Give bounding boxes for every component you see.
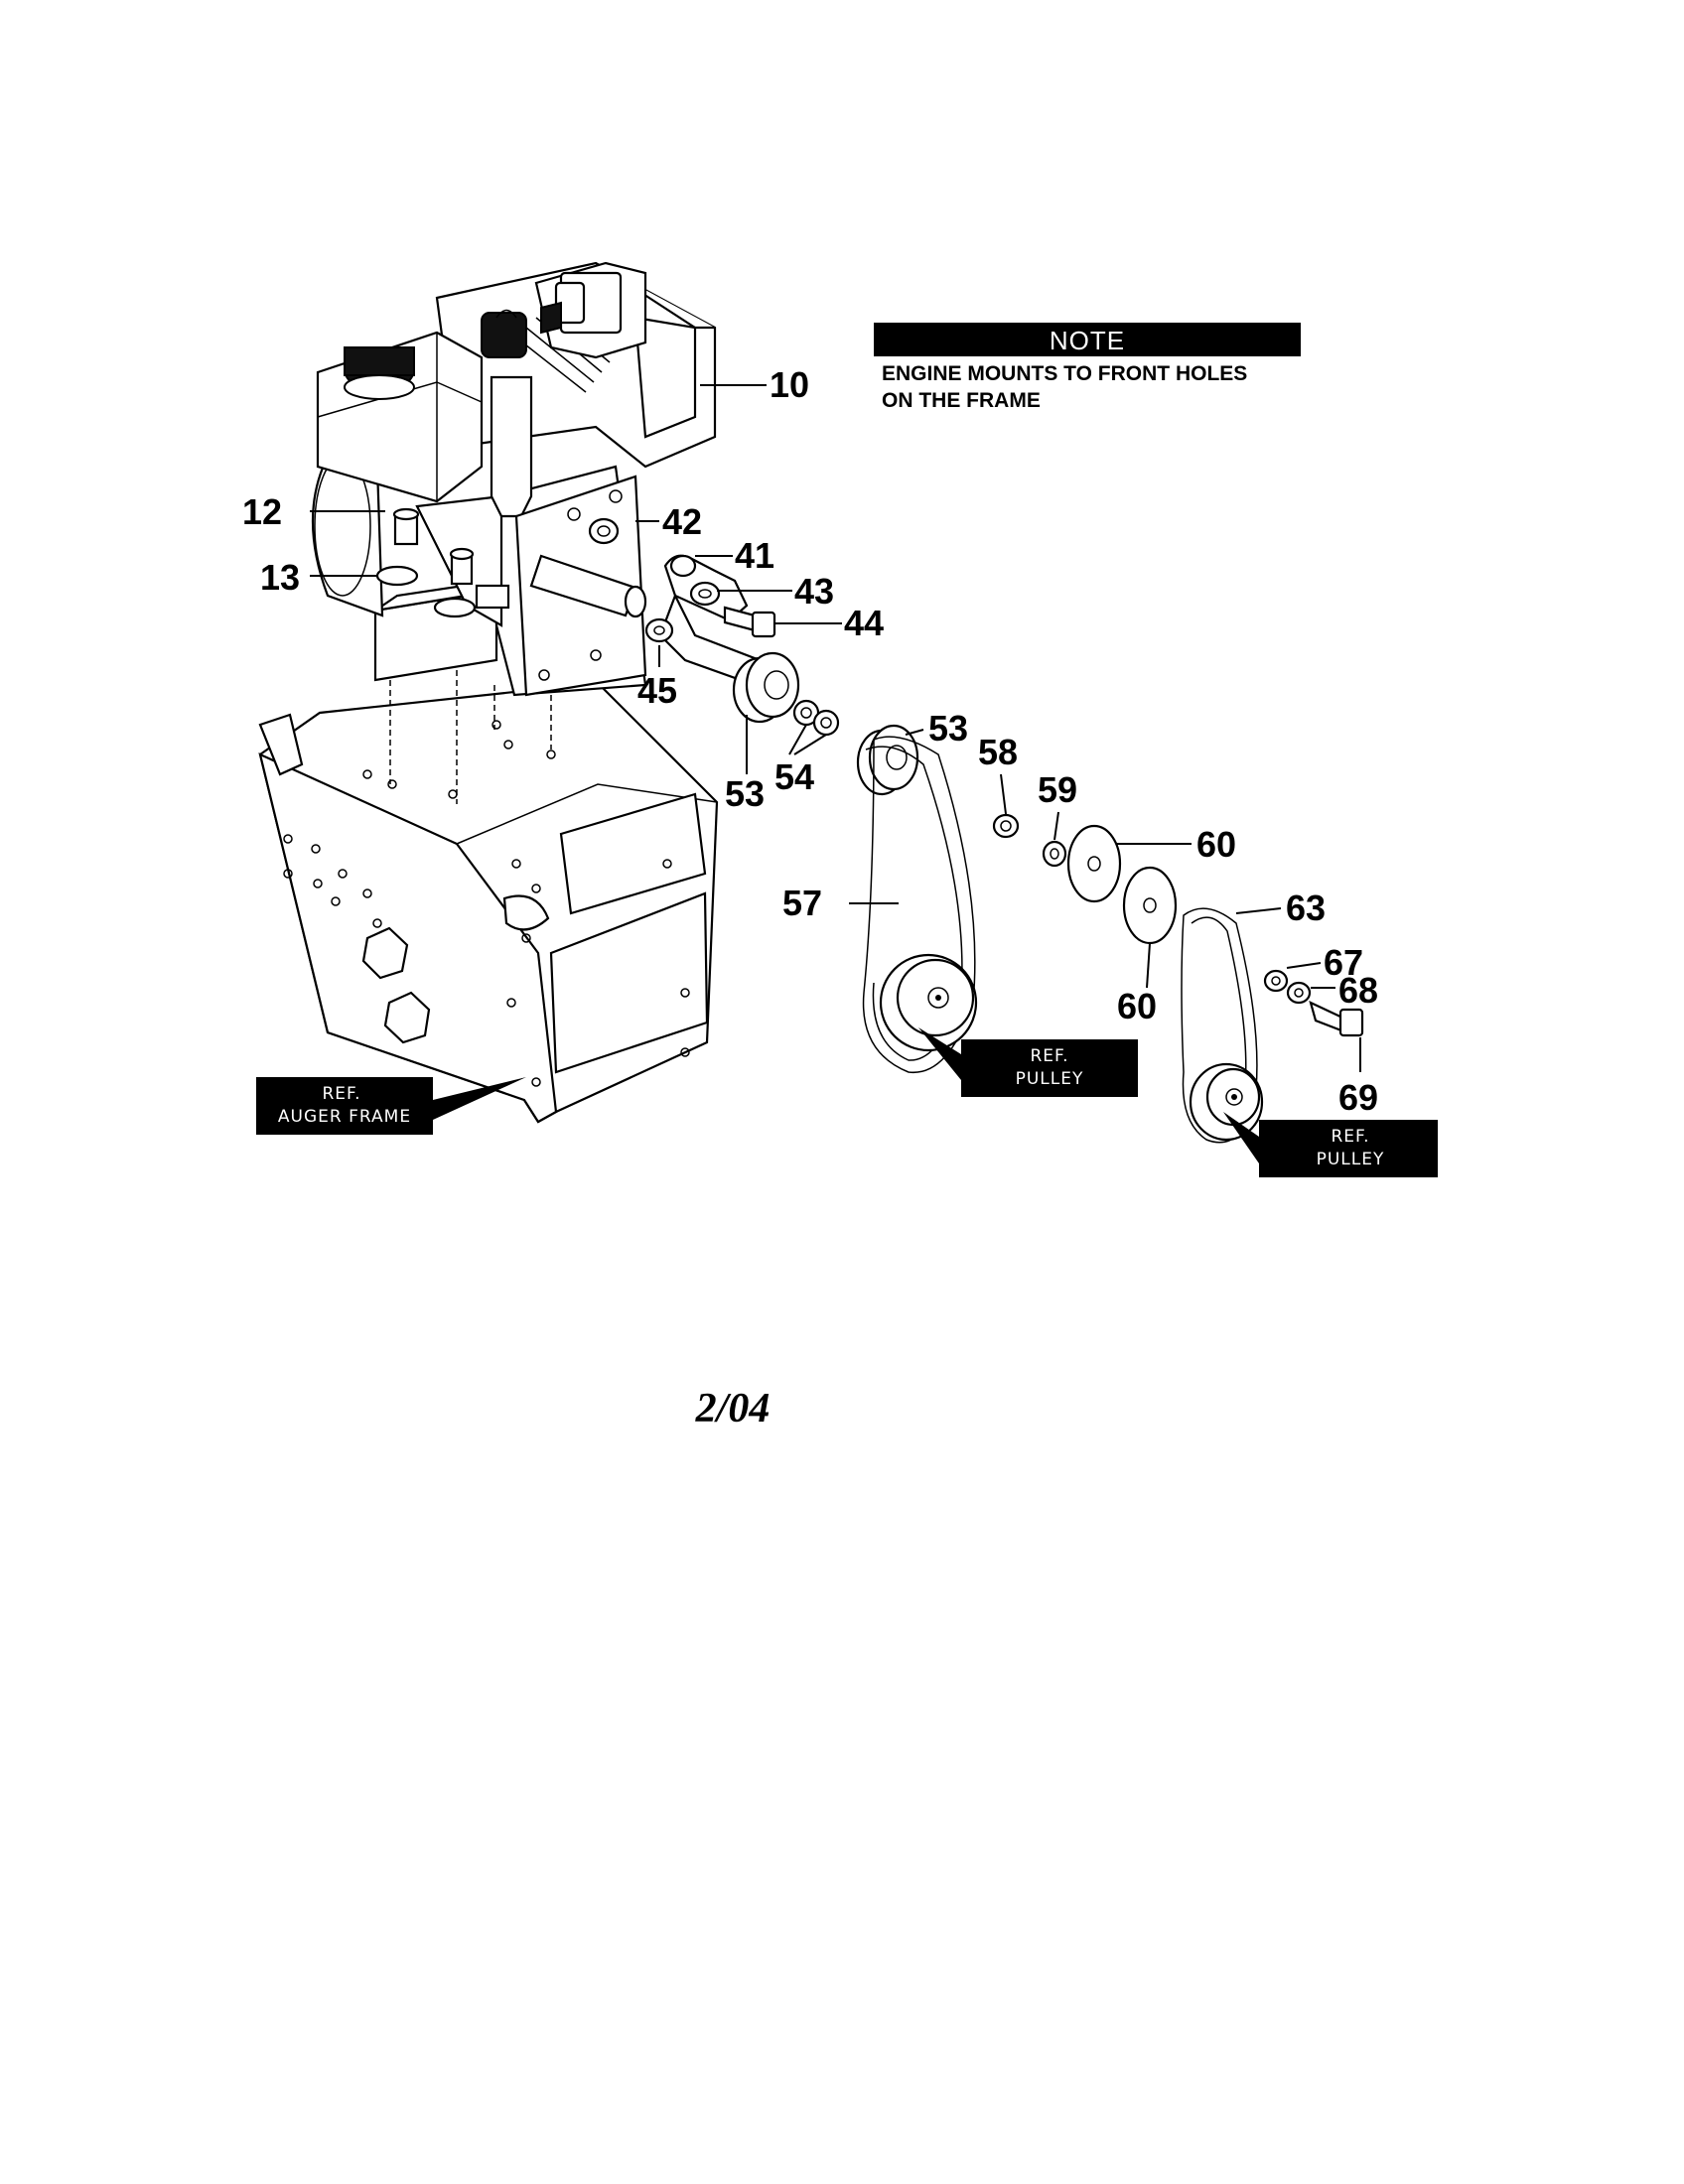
page-date: 2/04 [695, 1386, 771, 1432]
belt-63 [1181, 907, 1364, 1144]
ref-auger-frame-label: REF. AUGER FRAME [256, 1077, 526, 1135]
ref-pulley-2-line-1: REF. [1331, 1127, 1369, 1147]
note-header-bar [874, 323, 1301, 356]
auger-frame [258, 660, 719, 1124]
ref-pulley-1-line-2: PULLEY [1016, 1069, 1084, 1089]
ref-pulley-label-2: REF. PULLEY [1223, 1112, 1438, 1177]
note-title: NOTE [1050, 326, 1125, 355]
part-number-60-upper: 60 [1196, 824, 1236, 865]
note-callout: NOTE ENGINE MOUNTS TO FRONT HOLES ON THE… [874, 323, 1301, 412]
note-line-1: ENGINE MOUNTS TO FRONT HOLES [882, 362, 1247, 385]
part-number-44: 44 [844, 603, 884, 643]
part-number-57: 57 [782, 883, 822, 923]
part-number-54: 54 [774, 756, 814, 797]
part-number-45: 45 [637, 670, 677, 711]
leader-lines [310, 384, 1361, 1072]
part-number-68: 68 [1338, 970, 1378, 1011]
pulley-halves-60 [992, 813, 1178, 945]
ref-pulley-2-line-2: PULLEY [1317, 1150, 1385, 1169]
part-number-12: 12 [242, 491, 282, 532]
ref-pulley-label-1: REF. PULLEY [918, 1027, 1138, 1097]
belt-57 [862, 736, 978, 1073]
part-number-10: 10 [770, 364, 809, 405]
part-number-53-upper: 53 [928, 708, 968, 749]
ref-pulley-1-line-1: REF. [1030, 1046, 1068, 1066]
part-number-58: 58 [978, 732, 1018, 772]
part-number-13: 13 [260, 557, 300, 598]
note-line-2: ON THE FRAME [882, 389, 1041, 412]
engine-pulley-stack [732, 651, 919, 796]
part-number-60-lower: 60 [1117, 986, 1157, 1026]
part-number-53-lower: 53 [725, 773, 765, 814]
part-number-43: 43 [794, 571, 834, 612]
ref-auger-frame-line-1: REF. [322, 1084, 360, 1104]
part-number-42: 42 [662, 501, 702, 542]
ref-auger-frame-line-2: AUGER FRAME [278, 1107, 411, 1127]
part-number-63: 63 [1286, 887, 1326, 928]
part-number-67: 67 [1324, 942, 1363, 983]
part-number-labels: 10 12 13 42 41 43 44 45 53 54 53 57 58 5… [242, 364, 1378, 1118]
part-number-69: 69 [1338, 1077, 1378, 1118]
part-number-59: 59 [1038, 769, 1077, 810]
part-number-41: 41 [735, 535, 774, 576]
